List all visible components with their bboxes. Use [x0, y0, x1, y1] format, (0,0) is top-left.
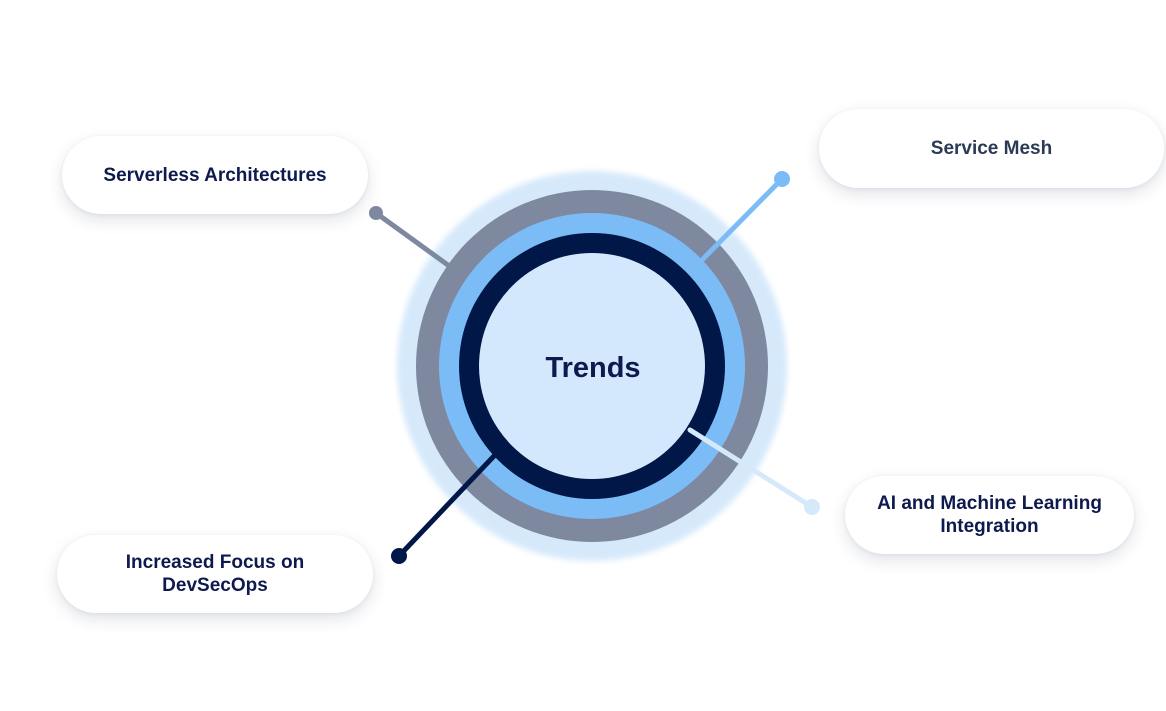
- connector-dot-devsecops: [391, 548, 407, 564]
- item-label: AI and Machine Learning Integration: [877, 493, 1102, 537]
- core-circle: [479, 253, 705, 479]
- connector-service-mesh: [697, 176, 785, 265]
- connector-devsecops: [396, 453, 497, 559]
- connector-dot-ai-ml: [804, 499, 820, 515]
- item-service-mesh: Service Mesh: [819, 109, 1164, 188]
- connector-dot-service-mesh: [774, 171, 790, 187]
- connector-dot-serverless: [369, 206, 383, 220]
- connector-serverless: [373, 210, 455, 271]
- connector-ai-ml: [687, 427, 815, 510]
- center-label-text: Trends: [545, 351, 641, 384]
- item-label: Increased Focus on DevSecOps: [125, 552, 305, 596]
- item-serverless-architectures: Serverless Architectures: [62, 136, 368, 214]
- center-label: Trends: [480, 340, 706, 396]
- item-ai-ml-integration: AI and Machine Learning Integration: [845, 476, 1134, 554]
- item-label: Service Mesh: [930, 138, 1053, 159]
- item-label: Serverless Architectures: [103, 164, 327, 186]
- item-devsecops: Increased Focus on DevSecOps: [57, 535, 373, 613]
